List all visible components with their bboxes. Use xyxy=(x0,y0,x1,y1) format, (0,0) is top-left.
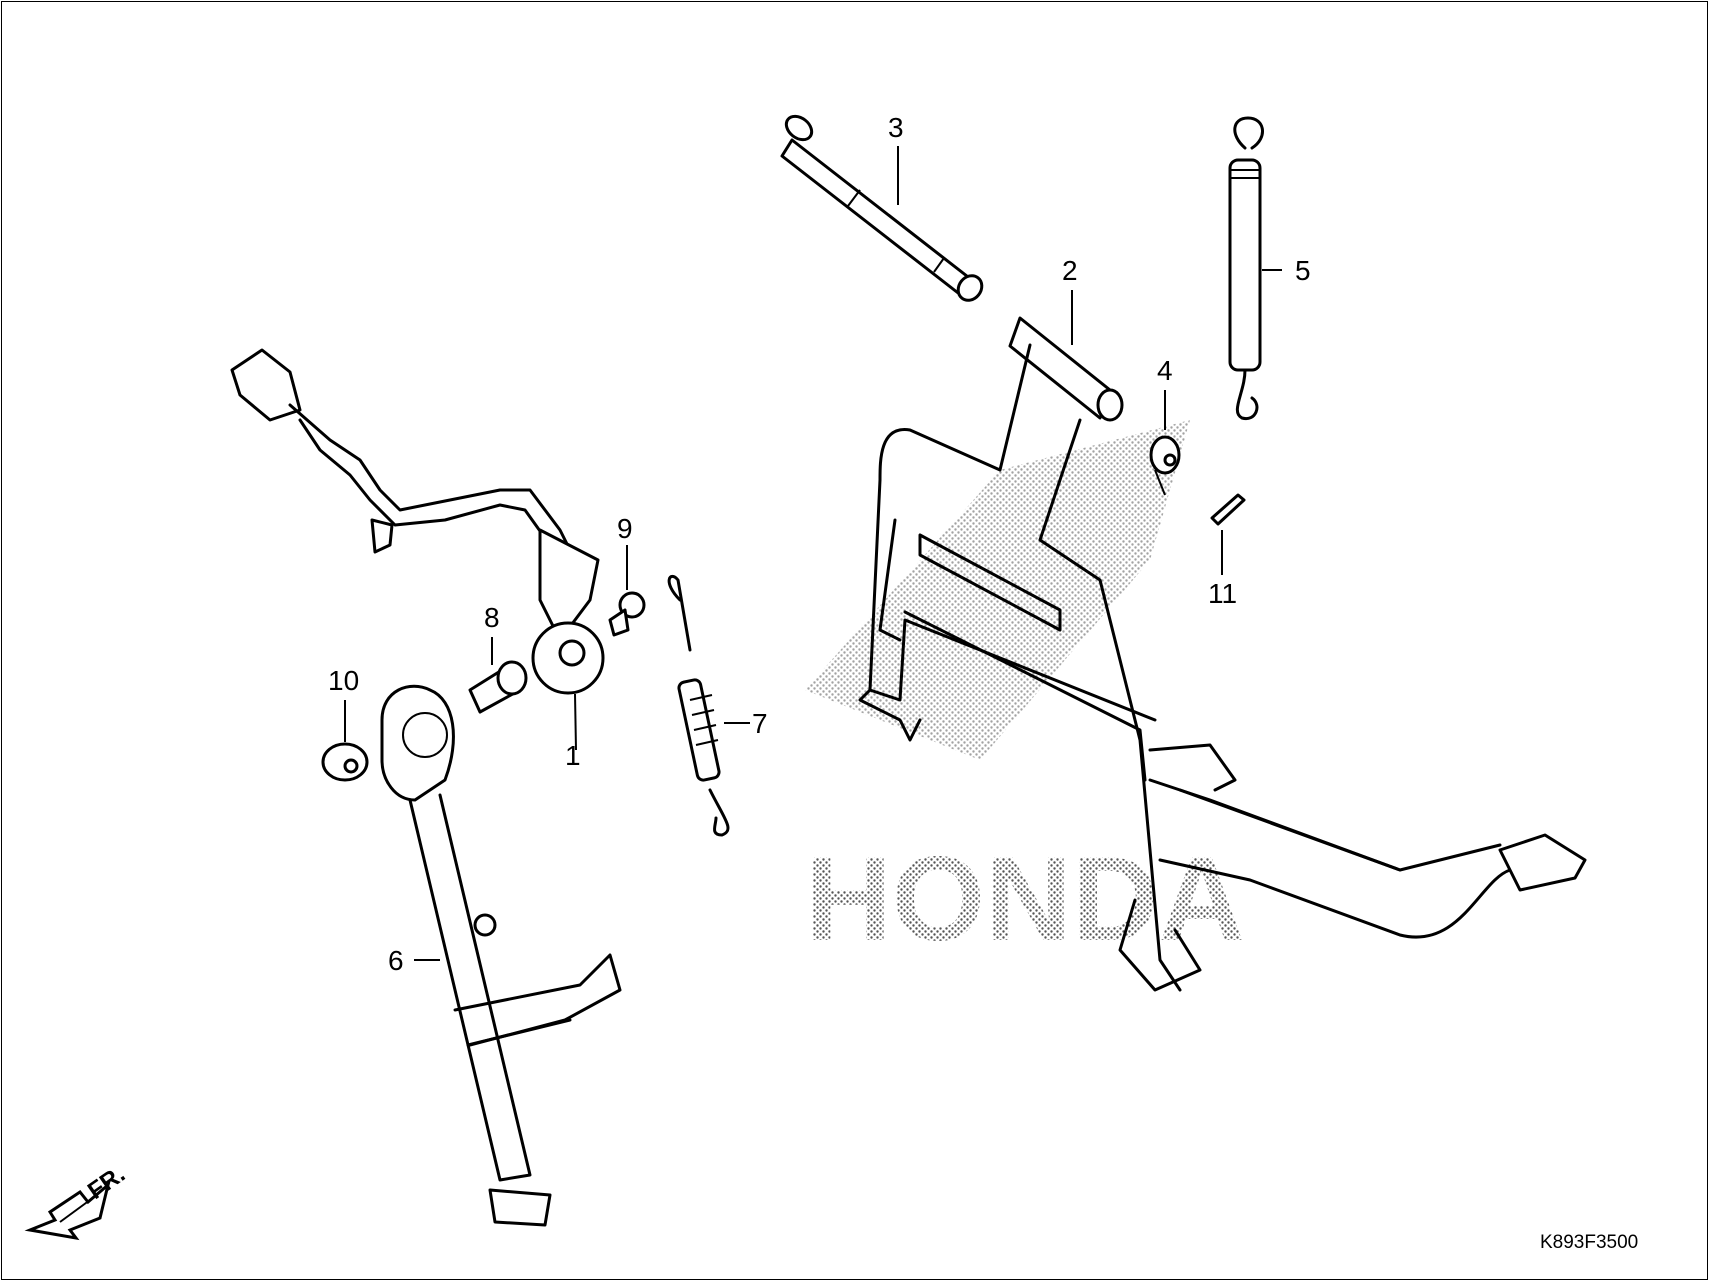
side-stand xyxy=(380,684,622,1227)
washer xyxy=(1149,435,1181,496)
honda-watermark: HONDA xyxy=(805,420,1245,966)
main-stand xyxy=(858,316,1587,992)
callout-4: 4 xyxy=(1157,355,1173,386)
front-label: FR. xyxy=(83,1161,130,1205)
cotter-pin xyxy=(1210,493,1246,526)
callout-8: 8 xyxy=(484,602,500,633)
main-stand-spring xyxy=(1228,116,1264,421)
callout-7: 7 xyxy=(752,708,768,739)
callout-10: 10 xyxy=(328,665,359,696)
callout-2: 2 xyxy=(1062,255,1078,286)
callout-5: 5 xyxy=(1295,255,1311,286)
watermark-text: HONDA xyxy=(805,832,1245,966)
callout-9: 9 xyxy=(617,513,633,544)
screw xyxy=(608,591,646,637)
diagram-code: K893F3500 xyxy=(1540,1232,1638,1253)
bolt xyxy=(468,660,528,714)
callout-3: 3 xyxy=(888,112,904,143)
callout-11: 11 xyxy=(1208,578,1237,609)
side-stand-spring xyxy=(667,574,730,837)
callout-6: 6 xyxy=(388,945,404,976)
callout-1: 1 xyxy=(565,740,581,771)
front-direction-arrow: FR. xyxy=(24,1161,130,1241)
callout-labels: 1 2 3 4 5 6 7 8 9 10 11 xyxy=(328,112,1311,976)
pivot-shaft xyxy=(780,114,984,302)
leader-lines xyxy=(344,146,1282,961)
side-stand-switch xyxy=(230,348,605,751)
nut xyxy=(321,742,369,782)
